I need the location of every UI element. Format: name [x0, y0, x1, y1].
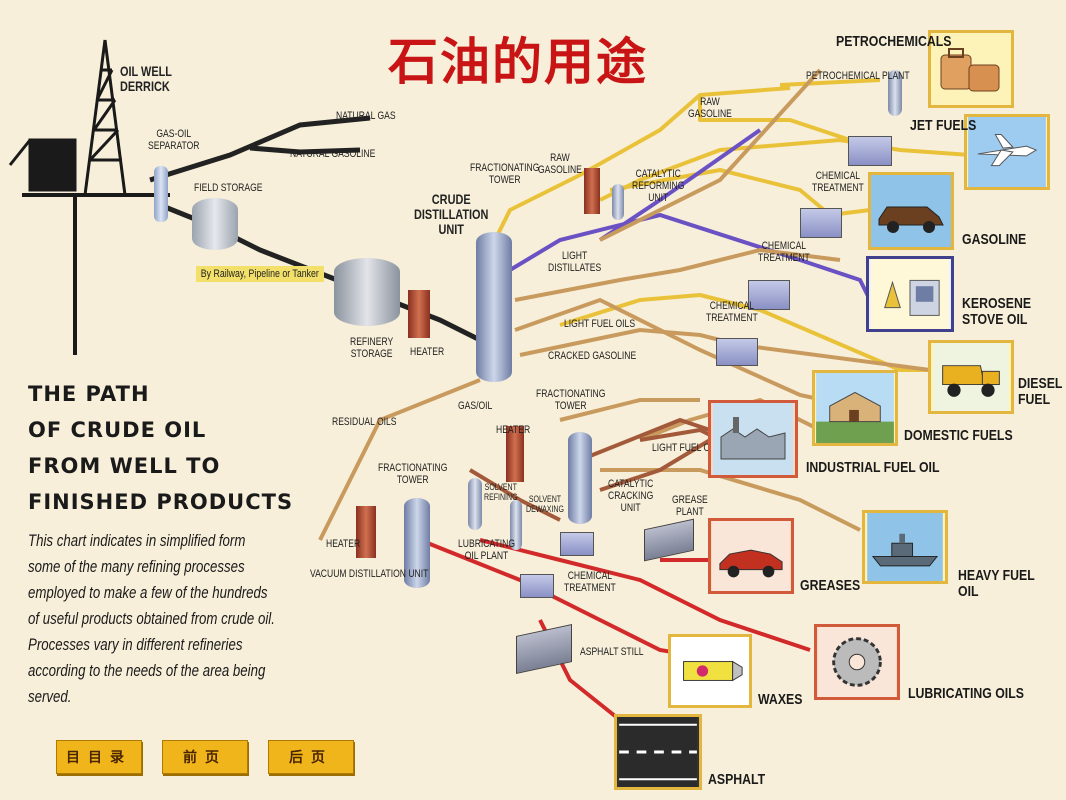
- petrochemical-plant-column: [888, 70, 902, 116]
- label-natural-gas: NATURAL GAS: [336, 110, 396, 122]
- asphalt-image: [614, 714, 702, 790]
- label-gas-oil: GAS/OIL: [458, 400, 493, 412]
- field-storage-tank: [192, 198, 238, 250]
- product-heavy-fuel-oil: HEAVY FUEL OIL: [958, 567, 1035, 600]
- contents-button[interactable]: 目目录: [56, 740, 142, 774]
- treatment-box-2: [800, 208, 842, 238]
- label-chemical-treatment-1: CHEMICAL TREATMENT: [812, 170, 864, 194]
- label-vacuum-distillation: VACUUM DISTILLATION UNIT: [310, 568, 429, 580]
- label-catalytic-cracking: CATALYTIC CRACKING UNIT: [608, 478, 654, 514]
- product-kerosene: KEROSENE STOVE OIL: [962, 295, 1032, 328]
- lubricating-oils-image: [814, 624, 900, 700]
- product-diesel: DIESEL FUEL: [1018, 375, 1063, 408]
- label-natural-gasoline: NATURAL GASOLINE: [290, 148, 376, 160]
- product-gasoline: GASOLINE: [962, 231, 1027, 248]
- label-fractionating-tower-2: FRACTIONATING TOWER: [536, 388, 606, 412]
- gas-oil-separator: [154, 166, 168, 222]
- heater-3: [356, 506, 376, 558]
- product-waxes: WAXES: [758, 691, 803, 708]
- petrochemicals-image: [928, 30, 1014, 108]
- treatment-box-6: [520, 574, 554, 598]
- car-icon: [871, 175, 951, 247]
- label-heater-1: HEATER: [410, 346, 445, 358]
- wax-tube-icon: [672, 637, 748, 705]
- airplane-icon: [968, 117, 1046, 187]
- label-solvent-refining: SOLVENT REFINING: [484, 482, 518, 502]
- greases-image: [708, 518, 794, 594]
- label-grease-plant: GREASE PLANT: [672, 494, 708, 518]
- gear-icon: [818, 627, 896, 697]
- lamp-stove-icon: [871, 259, 949, 329]
- solvent-dewaxing-column: [510, 500, 522, 550]
- label-fractionating-tower-1: FRACTIONATING TOWER: [470, 162, 540, 186]
- treatment-box-5: [560, 532, 594, 556]
- heavy-fuel-image: [862, 510, 948, 584]
- catalytic-cracking-tower: [568, 432, 592, 524]
- road-icon: [619, 717, 697, 787]
- treatment-box-3: [748, 280, 790, 310]
- refinery-storage-tank: [334, 258, 400, 326]
- waxes-image: [668, 634, 752, 708]
- product-jet-fuels: JET FUELS: [910, 117, 977, 134]
- label-heater-2: HEATER: [496, 424, 531, 436]
- label-chemical-treatment-4: CHEMICAL TREATMENT: [564, 570, 616, 594]
- label-asphalt-still: ASPHALT STILL: [580, 646, 644, 658]
- heater-1: [408, 290, 430, 338]
- factory-icon: [713, 403, 793, 475]
- crude-distillation-tower: [476, 232, 512, 382]
- label-chemical-treatment-2: CHEMICAL TREATMENT: [758, 240, 810, 264]
- sports-car-icon: [712, 521, 790, 591]
- previous-page-button[interactable]: 前页: [162, 740, 248, 774]
- treatment-box-1: [848, 136, 892, 166]
- treatment-box-4: [716, 338, 758, 366]
- label-light-distillates: LIGHT DISTILLATES: [548, 250, 602, 274]
- label-chemical-treatment-3: CHEMICAL TREATMENT: [706, 300, 758, 324]
- jet-fuels-image: [964, 114, 1050, 190]
- next-page-button[interactable]: 后页: [268, 740, 354, 774]
- transport-note: By Railway, Pipeline or Tanker: [196, 266, 324, 282]
- label-gas-oil-separator: GAS-OIL SEPARATOR: [148, 128, 200, 152]
- industrial-fuel-image: [708, 400, 798, 478]
- luggage-icon: [940, 48, 1000, 92]
- label-oil-well: OIL WELL DERRICK: [120, 63, 172, 94]
- heater-2: [506, 426, 524, 482]
- catalytic-reforming-heater: [584, 168, 600, 214]
- label-solvent-dewaxing: SOLVENT DEWAXING: [526, 494, 564, 514]
- product-greases: GREASES: [800, 577, 861, 594]
- label-raw-gasoline-2: RAW GASOLINE: [688, 96, 732, 120]
- warship-icon: [867, 513, 943, 581]
- house-icon: [816, 373, 894, 443]
- domestic-fuels-image: [812, 370, 898, 446]
- kerosene-image: [866, 256, 954, 332]
- product-asphalt: ASPHALT: [708, 771, 766, 788]
- gasoline-image: [868, 172, 954, 250]
- solvent-refining-column: [468, 478, 482, 530]
- reforming-unit-column: [612, 184, 624, 220]
- label-refinery-storage: REFINERY STORAGE: [350, 336, 394, 360]
- label-fractionating-tower-3: FRACTIONATING TOWER: [378, 462, 448, 486]
- label-light-fuel-oils: LIGHT FUEL OILS: [564, 318, 636, 330]
- page-title: 石油的用途: [388, 32, 648, 91]
- chart-description: This chart indicates in simplified form …: [28, 531, 275, 706]
- label-cracked-gasoline: CRACKED GASOLINE: [548, 350, 637, 362]
- product-petrochemicals: PETROCHEMICALS: [836, 33, 952, 50]
- product-domestic-fuels: DOMESTIC FUELS: [904, 427, 1013, 444]
- path-heading: THE PATH OF CRUDE OIL FROM WELL TO FINIS…: [28, 382, 294, 514]
- label-field-storage: FIELD STORAGE: [194, 182, 263, 194]
- label-raw-gasoline-1: RAW GASOLINE: [538, 152, 582, 176]
- product-industrial-fuel-oil: INDUSTRIAL FUEL OIL: [806, 459, 940, 476]
- diesel-image: [928, 340, 1014, 414]
- label-catalytic-reforming: CATALYTIC REFORMING UNIT: [632, 168, 685, 204]
- product-lubricating-oils: LUBRICATING OILS: [908, 685, 1024, 702]
- label-residual-oils: RESIDUAL OILS: [332, 416, 397, 428]
- label-petrochemical-plant: PETROCHEMICAL PLANT: [806, 70, 910, 82]
- dump-truck-icon: [933, 343, 1009, 411]
- label-heater-3: HEATER: [326, 538, 361, 550]
- oil-derrick-icon: [8, 39, 170, 355]
- label-crude-distillation: CRUDE DISTILLATION UNIT: [414, 191, 489, 237]
- label-lubricating-oil-plant: LUBRICATING OIL PLANT: [458, 538, 516, 562]
- vacuum-distillation-tower: [404, 498, 430, 588]
